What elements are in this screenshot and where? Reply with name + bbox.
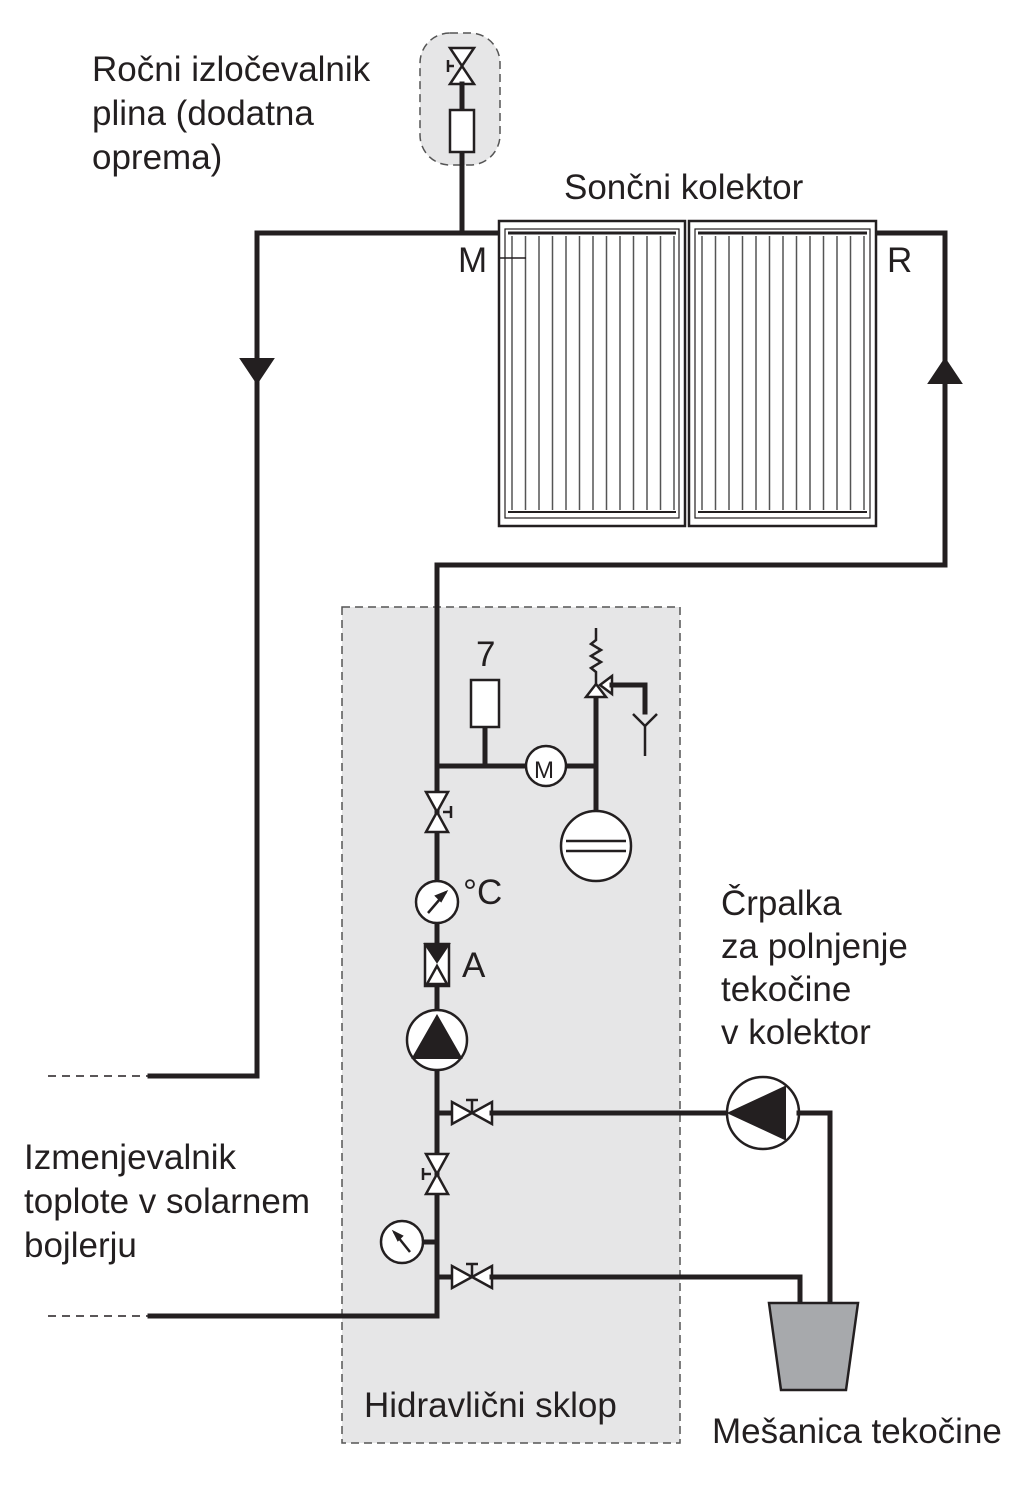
pressure-gauge-icon (379, 1219, 440, 1265)
fill-pump-label-3: tekočine (721, 970, 851, 1009)
gas-separator-label-3: oprema) (92, 138, 222, 177)
heat-exchanger-label-2: toplote v solarnem (24, 1182, 310, 1221)
fill-pump-label-2: za polnjenje (721, 927, 908, 966)
shutoff-valve-lower (421, 1152, 451, 1196)
meter-m-label: M (534, 757, 554, 784)
fill-valve-lower (434, 1262, 803, 1306)
gas-separator-label-1: Ročni izločevalnik (92, 50, 371, 89)
fill-valve-upper (434, 1098, 730, 1127)
temperature-unit-label: °C (463, 873, 502, 912)
fluid-bucket (767, 1301, 860, 1392)
hydraulic-unit-label: Hidravlični sklop (364, 1386, 617, 1425)
circulation-pump-icon (405, 1008, 469, 1072)
flow-arrow-down-icon (239, 358, 275, 385)
check-valve-icon (423, 942, 451, 988)
flow-arrow-up-icon (927, 357, 963, 384)
component-a-label: A (462, 946, 486, 985)
hydraulic-unit-box (341, 606, 681, 1444)
port-m-label: M (458, 241, 487, 280)
component-7-box (469, 678, 501, 729)
expansion-vessel-icon (559, 809, 633, 883)
hydraulic-components (434, 628, 658, 883)
collector-label: Sončni kolektor (564, 168, 804, 207)
fluid-mixture-label: Mešanica tekočine (712, 1412, 1002, 1451)
gas-separator-label-2: plina (dodatna (92, 94, 314, 133)
pipes (147, 147, 948, 1319)
port-r-label: R (887, 241, 912, 280)
component-7-label: 7 (476, 635, 495, 674)
fill-pump-label-4: v kolektor (721, 1013, 871, 1052)
solar-collector (497, 219, 878, 528)
shutoff-valve-upper (423, 790, 453, 834)
flow-meter-icon (524, 744, 568, 788)
safety-valve-icon (583, 681, 609, 699)
filling-pump-icon (725, 1075, 833, 1306)
gas-separator (446, 46, 477, 154)
fill-pump-label-1: Črpalka (721, 884, 842, 923)
heat-exchanger-label-3: bojlerju (24, 1226, 137, 1265)
heat-exchanger-label-1: Izmenjevalnik (24, 1138, 237, 1177)
thermometer-icon (414, 879, 460, 925)
